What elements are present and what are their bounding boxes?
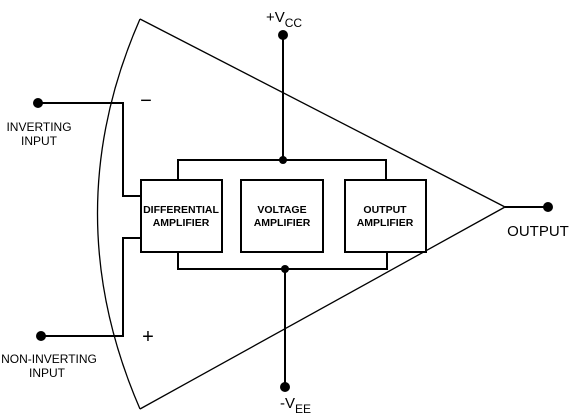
bottom-bus-junction bbox=[281, 265, 289, 273]
inverting-input-terminal bbox=[33, 98, 43, 108]
noninverting-label-line2: INPUT bbox=[29, 366, 66, 380]
block-1-line2: AMPLIFIER bbox=[153, 217, 210, 229]
noninverting-input-terminal bbox=[36, 331, 46, 341]
block-3-line1: OUTPUT bbox=[363, 204, 407, 216]
inverting-label-line1: INVERTING bbox=[6, 120, 71, 134]
plus-sign: + bbox=[142, 326, 154, 348]
inverting-label-line2: INPUT bbox=[21, 134, 58, 148]
noninverting-label-line1: NON-INVERTING bbox=[1, 352, 97, 366]
differential-amplifier-block bbox=[140, 179, 223, 253]
noninverting-input-wire bbox=[41, 237, 141, 337]
opamp-top-edge bbox=[139, 18, 506, 208]
output-terminal bbox=[543, 202, 553, 212]
vee-terminal bbox=[280, 382, 290, 392]
minus-sign: − bbox=[140, 90, 152, 112]
block-2-line2: AMPLIFIER bbox=[254, 217, 311, 229]
opamp-bottom-edge bbox=[139, 206, 506, 410]
top-bus-junction bbox=[279, 156, 287, 164]
opamp-curved-back bbox=[96, 18, 141, 410]
output-label: OUTPUT bbox=[507, 223, 569, 240]
inverting-input-wire bbox=[38, 102, 141, 197]
vcc-label: +VCC bbox=[266, 9, 302, 30]
output-amplifier-block bbox=[344, 179, 427, 253]
block-1-line1: DIFFERENTIAL bbox=[143, 204, 219, 216]
vee-label: -VEE bbox=[280, 395, 311, 415]
vcc-terminal bbox=[278, 30, 288, 40]
block-2-line1: VOLTAGE bbox=[257, 204, 306, 216]
voltage-amplifier-block bbox=[240, 179, 324, 253]
block-3-line2: AMPLIFIER bbox=[357, 217, 414, 229]
